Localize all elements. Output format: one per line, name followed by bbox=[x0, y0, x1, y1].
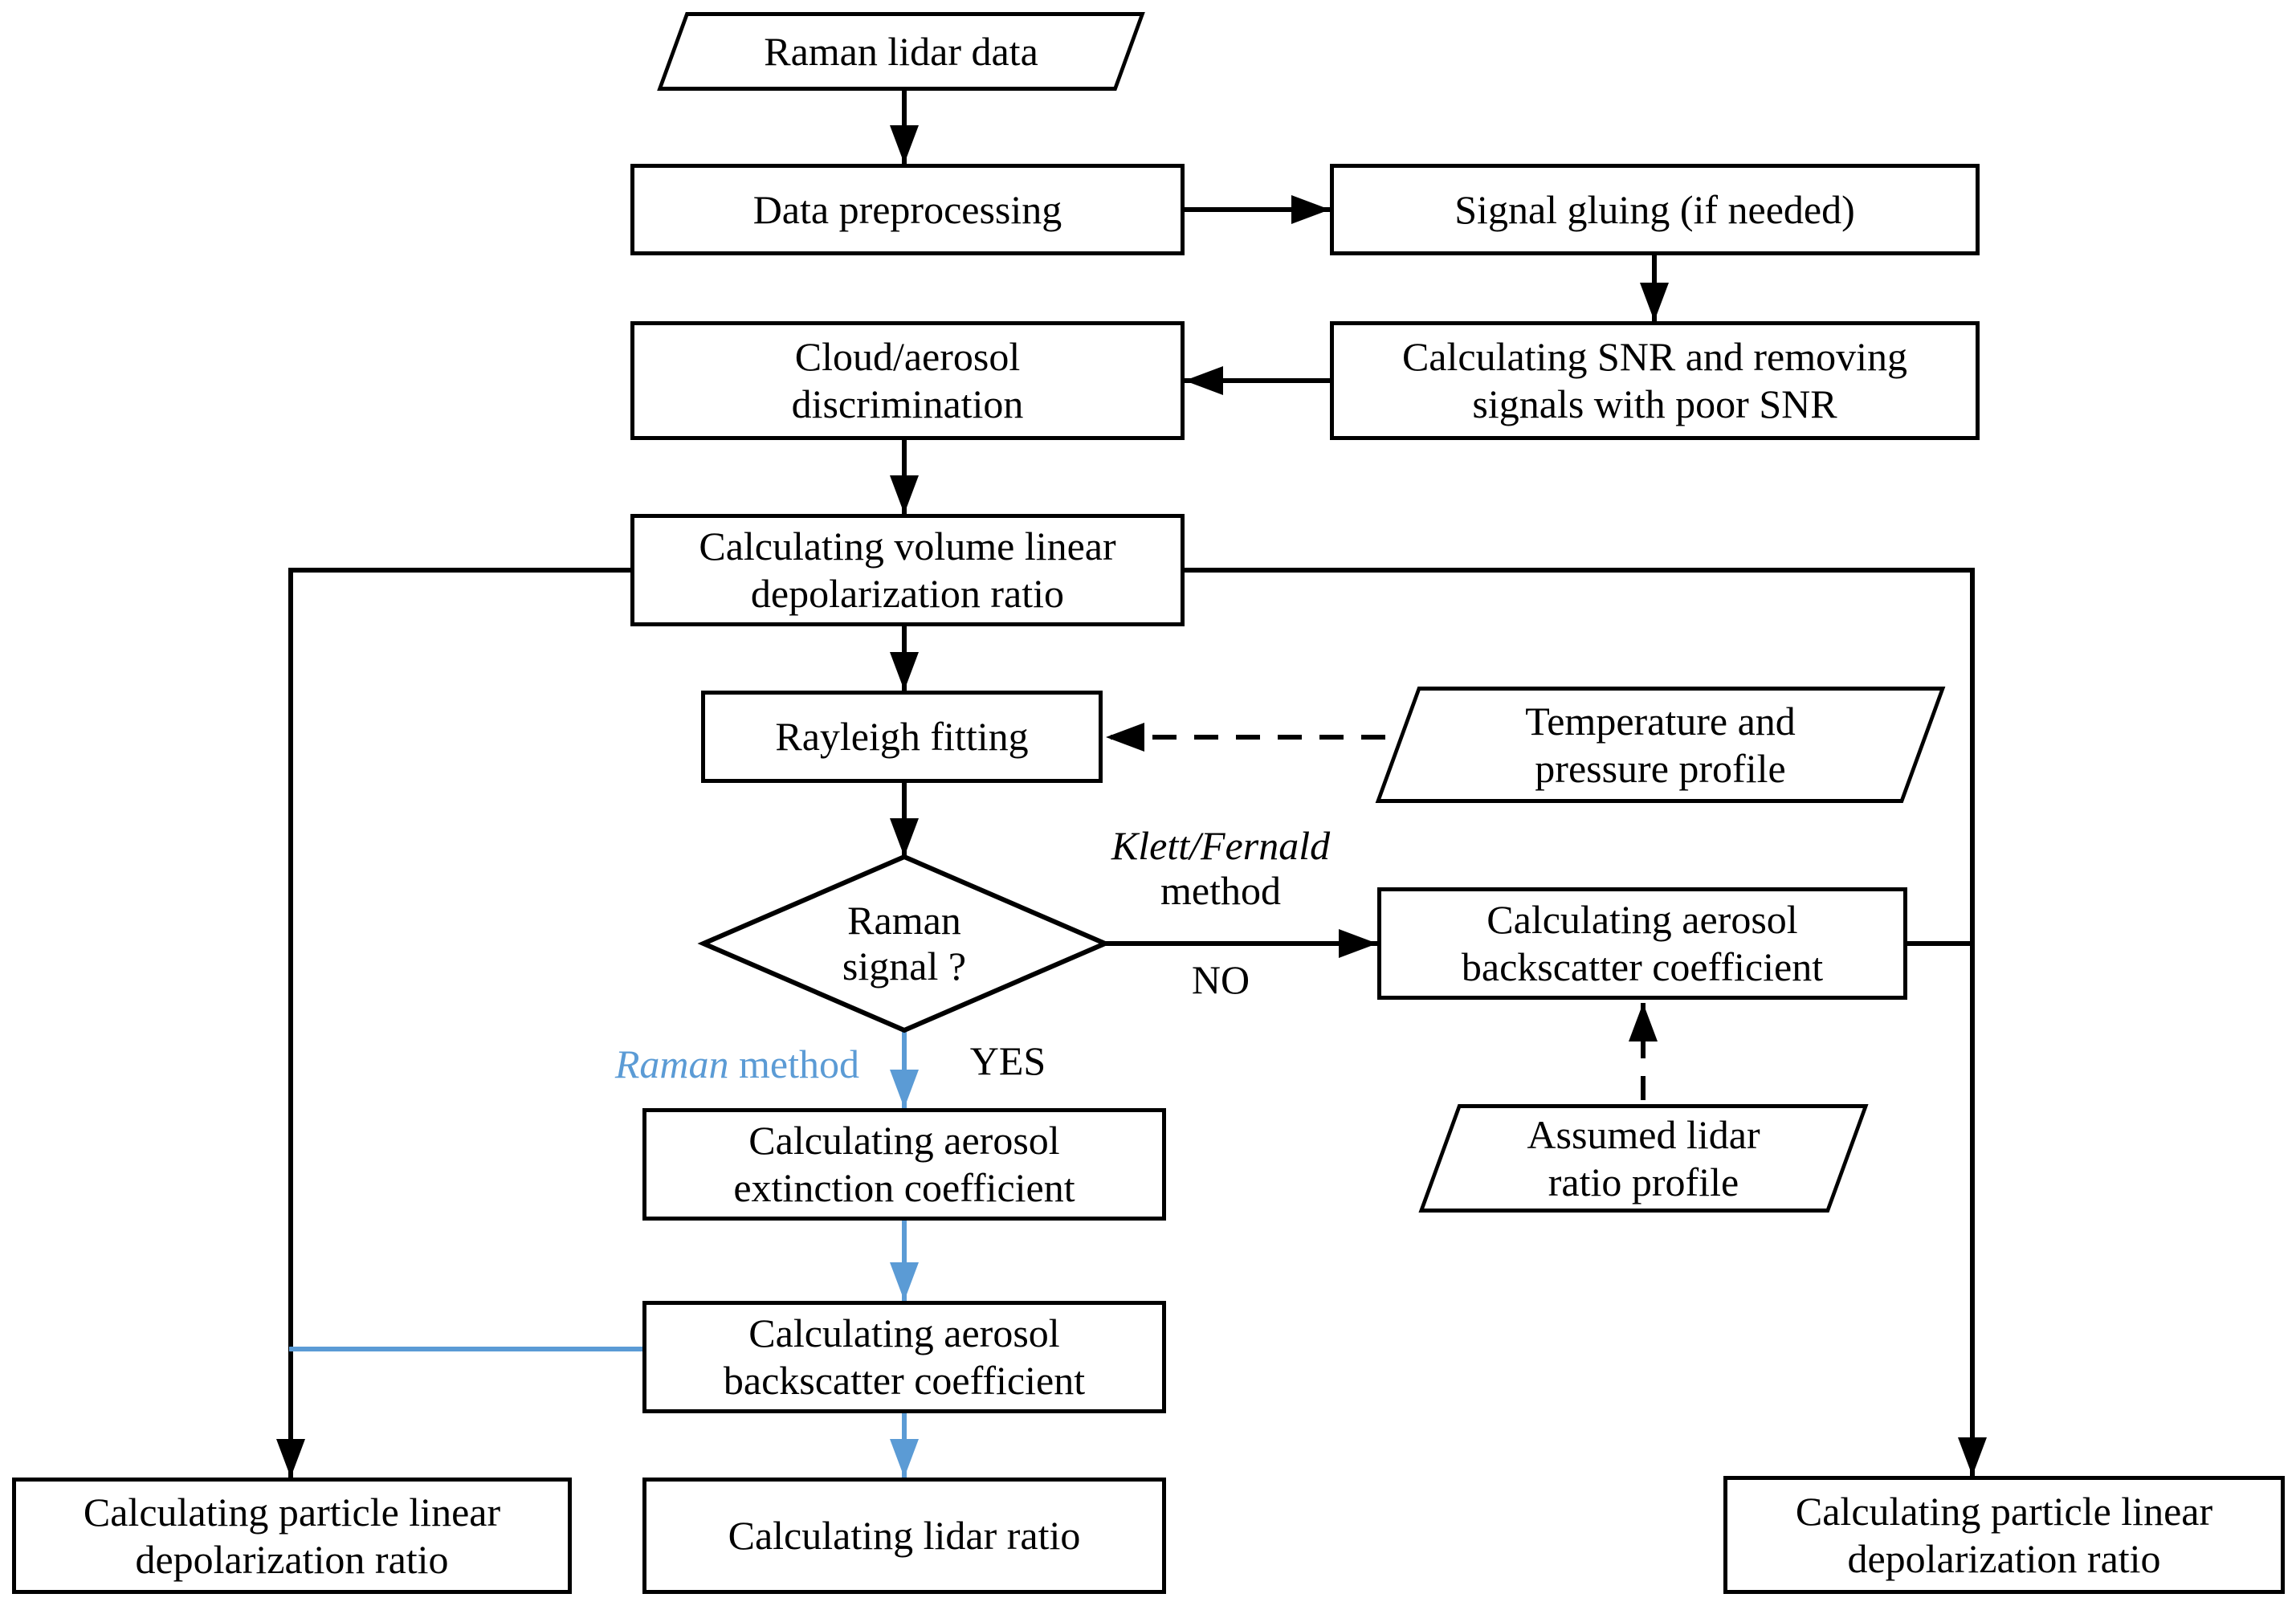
node-rayleigh-fitting: Rayleigh fitting bbox=[701, 691, 1103, 783]
node-backscatter-coefficient-raman: Calculating aerosol backscatter coeffici… bbox=[642, 1301, 1166, 1413]
node-label: Calculating particle linear depolarizati… bbox=[1795, 1488, 2213, 1581]
label-method-word: method bbox=[728, 1041, 859, 1086]
node-label: Raman signal ? bbox=[842, 898, 967, 988]
node-calc-snr: Calculating SNR and removing signals wit… bbox=[1330, 321, 1980, 440]
label-yes: YES bbox=[969, 1038, 1046, 1083]
node-cloud-aerosol-discrimination: Cloud/aerosol discrimination bbox=[630, 321, 1185, 440]
node-label: Calculating aerosol backscatter coeffici… bbox=[723, 1310, 1086, 1403]
node-label: Cloud/aerosol discrimination bbox=[791, 334, 1024, 426]
edge-volumedepol-to-particledepol-right bbox=[1185, 568, 1987, 1476]
node-label: Calculating particle linear depolarizati… bbox=[83, 1489, 501, 1582]
node-signal-gluing: Signal gluing (if needed) bbox=[1330, 164, 1980, 255]
edge-volumedepol-to-particledepol-left bbox=[276, 568, 630, 1478]
node-label: Calculating lidar ratio bbox=[728, 1513, 1081, 1558]
node-label: Raman lidar data bbox=[764, 28, 1038, 74]
node-raman-lidar-data: Raman lidar data bbox=[649, 12, 1153, 91]
node-label: Calculating volume linear depolarization… bbox=[699, 524, 1116, 616]
node-data-preprocessing: Data preprocessing bbox=[630, 164, 1185, 255]
node-calculating-lidar-ratio: Calculating lidar ratio bbox=[642, 1478, 1166, 1594]
node-assumed-lidar-ratio-profile: Assumed lidar ratio profile bbox=[1416, 1104, 1871, 1213]
node-volume-depol-ratio: Calculating volume linear depolarization… bbox=[630, 514, 1185, 626]
node-raman-signal-decision: Raman signal ? bbox=[776, 879, 1033, 1008]
node-label: Rayleigh fitting bbox=[775, 714, 1029, 759]
node-label: Calculating aerosol backscatter coeffici… bbox=[1461, 897, 1824, 989]
node-label: Calculating SNR and removing signals wit… bbox=[1401, 334, 1908, 426]
label-raman-word: Raman bbox=[614, 1041, 729, 1086]
node-label: Signal gluing (if needed) bbox=[1454, 186, 1855, 232]
node-particle-depol-ratio-left: Calculating particle linear depolarizati… bbox=[12, 1478, 572, 1594]
label-klett-fernald-method: Klett/Fernald method bbox=[1052, 823, 1389, 913]
label-klett-method-word: method bbox=[1160, 868, 1281, 913]
node-label: Temperature and pressure profile bbox=[1525, 698, 1796, 791]
node-extinction-coefficient: Calculating aerosol extinction coefficie… bbox=[642, 1108, 1166, 1221]
node-label: Calculating aerosol extinction coefficie… bbox=[733, 1118, 1075, 1210]
node-backscatter-coefficient-klett: Calculating aerosol backscatter coeffici… bbox=[1377, 887, 1907, 1000]
node-label: Assumed lidar ratio profile bbox=[1527, 1111, 1760, 1204]
node-temperature-pressure-profile: Temperature and pressure profile bbox=[1374, 687, 1947, 803]
node-particle-depol-ratio-right: Calculating particle linear depolarizati… bbox=[1723, 1476, 2285, 1594]
label-raman-method: Raman method bbox=[466, 1041, 859, 1086]
node-label: Data preprocessing bbox=[752, 186, 1062, 232]
decision-diamond-shape bbox=[697, 854, 1111, 1033]
label-klett-fernald: Klett/Fernald bbox=[1111, 823, 1331, 868]
label-no: NO bbox=[1191, 957, 1250, 1002]
